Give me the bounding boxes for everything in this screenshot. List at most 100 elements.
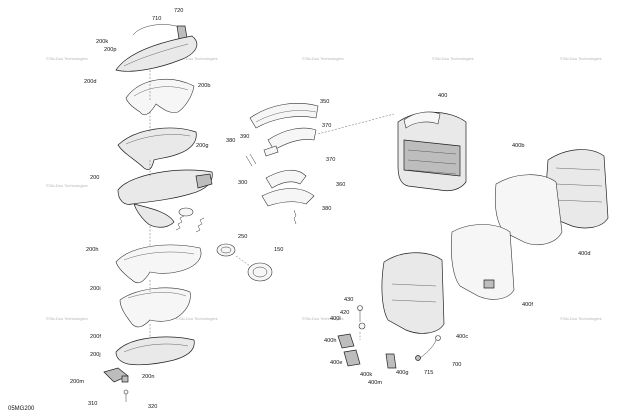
bracket-200n (121, 375, 129, 383)
watermark: ©Ski-Doo Technologies (560, 316, 602, 321)
callout-200h: 200h (86, 247, 98, 253)
alignment-line (235, 255, 251, 267)
callout-400f: 400f (522, 302, 533, 308)
diagram-code: 05MG200 (8, 406, 35, 412)
watermark: ©Ski-Doo Technologies (46, 316, 88, 321)
shield-detail (133, 86, 189, 97)
sensor-700 (435, 335, 441, 341)
watermark: ©Ski-Doo Technologies (176, 56, 218, 61)
callout-200g: 200g (196, 143, 208, 149)
pipe-detail (255, 110, 317, 123)
flange-150 (247, 262, 273, 282)
flange-150-inner (252, 266, 268, 278)
shield-400f (450, 224, 515, 300)
callout-200f: 200f (90, 334, 101, 340)
watermark: ©Ski-Doo Technologies (46, 56, 88, 61)
left-shield-stack (103, 24, 213, 402)
callout-200: 200 (90, 175, 99, 181)
muffler-ribs (407, 149, 457, 175)
callout-720: 720 (174, 8, 183, 14)
callout-400g: 400g (396, 370, 408, 376)
shield-400c (381, 252, 445, 334)
watermark: ©Ski-Doo Technologies (302, 316, 344, 321)
shield-200b (125, 78, 195, 116)
callout-350: 350 (320, 99, 329, 105)
callout-400d: 400d (578, 251, 590, 257)
callout-370: 370 (322, 123, 331, 129)
callout-320: 320 (148, 404, 157, 410)
nut-715 (415, 355, 421, 361)
callout-200b: 200b (198, 83, 210, 89)
watermark: ©Ski-Doo Technologies (302, 56, 344, 61)
shield-detail (125, 134, 191, 145)
callout-360: 360 (336, 182, 345, 188)
callout-200j: 200j (90, 352, 101, 358)
shield-detail (123, 43, 189, 67)
callout-200i: 200i (90, 286, 101, 292)
callout-700: 700 (452, 362, 461, 368)
callout-200n: 200n (142, 374, 154, 380)
sensor-cable-700 (419, 339, 437, 359)
washer-420 (358, 322, 366, 330)
callout-390: 390 (240, 134, 249, 140)
alignment-line (317, 113, 395, 135)
callout-400e: 400e (330, 360, 342, 366)
shield-ribs (555, 167, 603, 203)
callout-400h: 400h (324, 338, 336, 344)
shield-detail (123, 343, 189, 353)
muffler-inlet (403, 111, 441, 129)
watermark: ©Ski-Doo Technologies (432, 56, 474, 61)
spring-380 (293, 209, 297, 225)
gasket-250 (216, 243, 236, 257)
callout-430: 430 (344, 297, 353, 303)
callout-420: 420 (340, 310, 349, 316)
shield-200p (115, 35, 198, 72)
mount-400h (337, 333, 355, 349)
spring (195, 217, 205, 233)
shield-detail (127, 292, 187, 299)
shield-ribs (391, 283, 437, 303)
muffler-body-detail (403, 139, 461, 177)
spring (175, 215, 185, 231)
spring-380 (245, 155, 253, 167)
callout-710: 710 (152, 16, 161, 22)
shield-200g (117, 127, 197, 170)
center-pipes (216, 103, 395, 282)
callout-400c: 400c (456, 334, 468, 340)
shield-200i (119, 287, 191, 328)
gasket-250-inner (220, 246, 232, 254)
shield-lower-flange (133, 203, 175, 228)
callout-400b: 400b (512, 143, 524, 149)
callout-715: 715 (424, 370, 433, 376)
callout-310: 310 (88, 401, 97, 407)
clamp-ring (178, 207, 194, 217)
spring-380 (249, 153, 257, 165)
mount-400e (343, 349, 361, 367)
callout-370-lower: 370 (326, 157, 335, 163)
callout-400m: 400m (368, 380, 382, 386)
mount-400g (385, 353, 397, 369)
pipe-300 (265, 169, 307, 189)
shield-label-plate (483, 279, 495, 289)
watermark: ©Ski-Doo Technologies (560, 56, 602, 61)
shield-400d (494, 174, 563, 245)
callout-380-lower: 380 (322, 206, 331, 212)
bolt-head (123, 389, 129, 395)
shield-200h (115, 244, 202, 284)
watermark: ©Ski-Doo Technologies (46, 183, 88, 188)
watermark: ©Ski-Doo Technologies (176, 316, 218, 321)
callout-200d: 200d (84, 79, 96, 85)
callout-300: 300 (238, 180, 247, 186)
muffler-assembly (337, 111, 609, 369)
callout-labels: 720 710 200k 200p 200d 200b 200g 200 200… (70, 8, 590, 410)
callout-380: 380 (226, 138, 235, 144)
callout-400: 400 (438, 93, 447, 99)
callout-200k: 200k (96, 39, 108, 45)
pipe-370-upper (267, 127, 317, 151)
shield-200f (115, 336, 195, 366)
pipe-350 (249, 103, 319, 129)
shield-200 (117, 169, 213, 205)
callout-200m: 200m (70, 379, 84, 385)
callout-400k: 400k (360, 372, 372, 378)
